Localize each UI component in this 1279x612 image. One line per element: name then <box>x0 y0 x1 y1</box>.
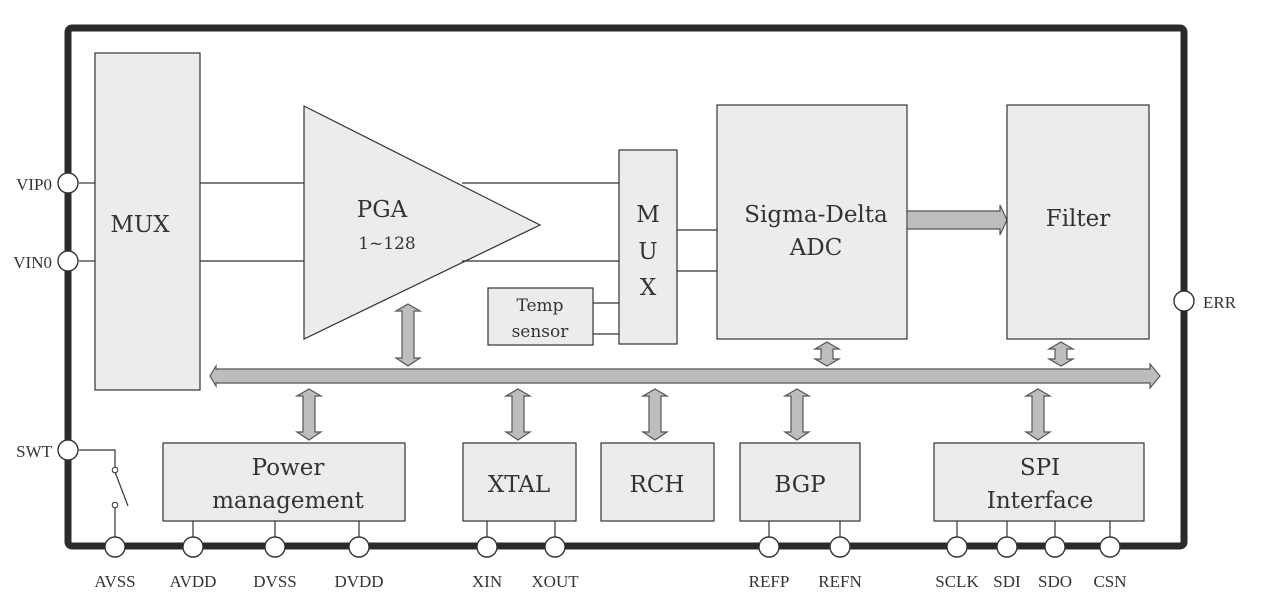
adc-mux-label-m: M <box>636 202 660 228</box>
adc-label-2: ADC <box>789 235 843 261</box>
spi-label-2: Interface <box>987 488 1093 514</box>
pin-label-sdo: SDO <box>1038 572 1072 591</box>
pin-label-avss: AVSS <box>94 572 135 591</box>
filter-label: Filter <box>1046 206 1111 232</box>
pin-csn <box>1099 536 1121 558</box>
rch-bus-arrow <box>640 388 670 441</box>
pin-label-sclk: SCLK <box>935 572 979 591</box>
pin-err <box>1173 290 1195 312</box>
input-mux-block <box>94 52 201 391</box>
pin-label-err: ERR <box>1203 293 1237 312</box>
adc-mux-label-x: X <box>640 275 657 301</box>
pin-swt <box>57 439 79 461</box>
input-mux-label: MUX <box>110 212 170 238</box>
adc-mux-block <box>618 149 678 345</box>
pin-label-xin: XIN <box>472 572 502 591</box>
pin-refn <box>829 536 851 558</box>
temp-sensor-label-1: Temp <box>516 296 563 316</box>
pin-avss <box>104 536 126 558</box>
spi-bus-arrow <box>1023 388 1053 441</box>
pin-dvdd <box>348 536 370 558</box>
pin-vip0 <box>57 172 79 194</box>
pin-refp <box>758 536 780 558</box>
pin-label-vip0: VIP0 <box>16 175 52 194</box>
pin-label-sdi: SDI <box>993 572 1021 591</box>
pin-label-dvdd: DVDD <box>334 572 383 591</box>
bgp-bus-arrow <box>782 388 812 441</box>
bidir-arrows <box>294 303 1076 441</box>
adc-label-1: Sigma-Delta <box>744 202 888 228</box>
adc-to-filter-arrow <box>906 204 1008 236</box>
xtal-bus-arrow <box>503 388 533 441</box>
adc-bus-arrow <box>812 341 842 367</box>
pin-sdo <box>1044 536 1066 558</box>
pin-label-refp: REFP <box>749 572 790 591</box>
swt-switch <box>79 449 129 538</box>
filter-block <box>1006 104 1150 340</box>
bgp-label: BGP <box>774 472 825 498</box>
power-label-1: Power <box>252 455 325 481</box>
power-bus-arrow <box>294 388 324 441</box>
pin-label-avdd: AVDD <box>170 572 217 591</box>
xtal-label: XTAL <box>488 472 550 498</box>
internal-bus-arrow <box>209 362 1161 390</box>
pin-xin <box>476 536 498 558</box>
chip-outline <box>64 24 1188 550</box>
pin-sdi <box>996 536 1018 558</box>
pga-gain-label: 1~128 <box>358 234 416 254</box>
temp-sensor-block <box>487 287 594 346</box>
pins <box>57 172 1195 558</box>
pga-amplifier <box>303 105 542 340</box>
xtal-block <box>462 442 577 522</box>
pin-label-csn: CSN <box>1093 572 1126 591</box>
bgp-block <box>739 442 861 522</box>
pin-dvss <box>264 536 286 558</box>
pin-vin0 <box>57 250 79 272</box>
filter-bus-arrow <box>1046 341 1076 367</box>
power-label-2: management <box>212 488 365 514</box>
pin-xout <box>544 536 566 558</box>
pin-avdd <box>182 536 204 558</box>
pin-label-vin0: VIN0 <box>13 253 52 272</box>
pin-label-swt: SWT <box>16 442 53 461</box>
pga-bus-arrow <box>393 303 423 367</box>
pin-stubs <box>192 521 1111 538</box>
adc-mux-label-u: U <box>638 239 657 265</box>
pin-sclk <box>946 536 968 558</box>
pin-label-dvss: DVSS <box>253 572 296 591</box>
pin-labels: VIP0 VIN0 SWT ERR AVSS AVDD DVSS DVDD XI… <box>13 175 1236 591</box>
pga-label: PGA <box>357 197 408 223</box>
pin-label-refn: REFN <box>818 572 861 591</box>
sigma-delta-adc-block <box>716 104 908 340</box>
rch-block <box>600 442 715 522</box>
pin-label-xout: XOUT <box>531 572 579 591</box>
spi-label-1: SPI <box>1020 455 1060 481</box>
spi-interface-block <box>933 442 1145 522</box>
power-management-block <box>162 442 406 522</box>
temp-sensor-label-2: sensor <box>512 322 570 342</box>
rch-label: RCH <box>630 472 685 498</box>
